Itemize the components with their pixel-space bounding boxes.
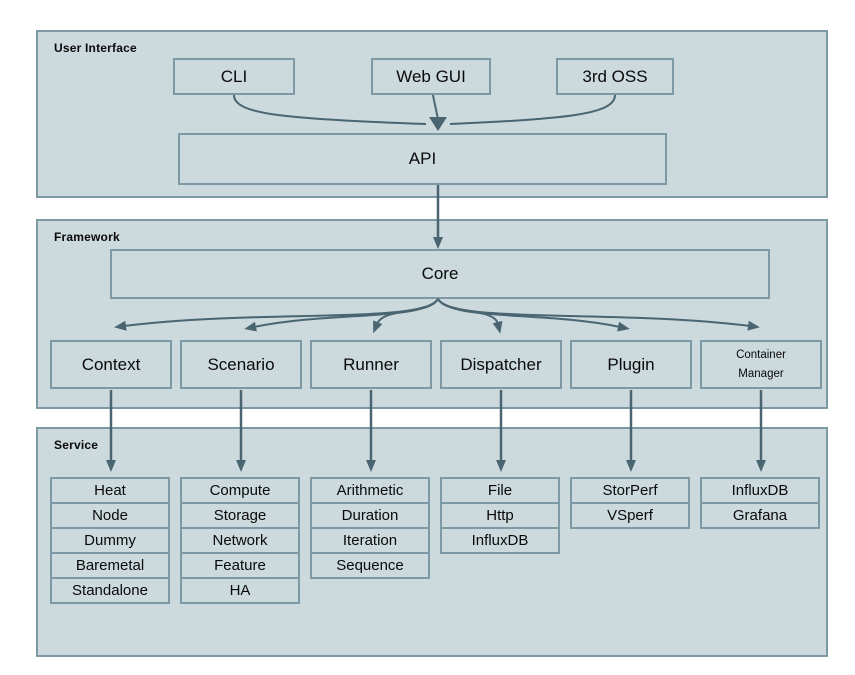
service-item: Http bbox=[440, 502, 560, 529]
service-item: Baremetal bbox=[50, 552, 170, 579]
box-context: Context bbox=[50, 340, 172, 389]
box-container-manager-line2: Manager bbox=[738, 367, 784, 380]
box-dispatcher: Dispatcher bbox=[440, 340, 562, 389]
service-item-label: Sequence bbox=[336, 557, 404, 574]
service-item-label: Compute bbox=[209, 482, 271, 499]
box-3rd-oss-label: 3rd OSS bbox=[582, 66, 648, 86]
box-3rd-oss: 3rd OSS bbox=[556, 58, 674, 95]
service-item-label: Network bbox=[212, 532, 268, 549]
service-item-label: Iteration bbox=[342, 532, 398, 549]
service-item-label: Http bbox=[486, 507, 514, 524]
service-item: InfluxDB bbox=[440, 527, 560, 554]
service-item-label: Feature bbox=[214, 557, 266, 574]
box-scenario-label: Scenario bbox=[207, 354, 275, 374]
section-framework-label: Framework bbox=[54, 230, 120, 244]
box-api: API bbox=[178, 133, 667, 185]
service-column-dispatcher: File Http InfluxDB bbox=[440, 477, 560, 554]
section-user-interface-label: User Interface bbox=[54, 41, 137, 55]
box-runner: Runner bbox=[310, 340, 432, 389]
box-plugin: Plugin bbox=[570, 340, 692, 389]
service-item: Standalone bbox=[50, 577, 170, 604]
service-item-label: Grafana bbox=[732, 507, 788, 524]
box-plugin-label: Plugin bbox=[607, 354, 655, 374]
service-column-scenario: Compute Storage Network Feature HA bbox=[180, 477, 300, 604]
service-item: Feature bbox=[180, 552, 300, 579]
box-container-manager: Container Manager bbox=[700, 340, 822, 389]
service-item-label: VSperf bbox=[607, 507, 653, 524]
service-item-label: Node bbox=[92, 507, 128, 524]
service-item: Duration bbox=[310, 502, 430, 529]
box-web-gui-label: Web GUI bbox=[396, 66, 466, 86]
service-item: Grafana bbox=[700, 502, 820, 529]
service-column-context: Heat Node Dummy Baremetal Standalone bbox=[50, 477, 170, 604]
box-core: Core bbox=[110, 249, 770, 299]
service-item-label: Standalone bbox=[72, 582, 148, 599]
box-dispatcher-label: Dispatcher bbox=[460, 354, 542, 374]
service-item: Heat bbox=[50, 477, 170, 504]
service-item-label: InfluxDB bbox=[731, 482, 789, 499]
service-item: InfluxDB bbox=[700, 477, 820, 504]
service-item-label: Baremetal bbox=[75, 557, 145, 574]
service-column-container-manager: InfluxDB Grafana bbox=[700, 477, 820, 529]
service-item-label: Duration bbox=[341, 507, 399, 524]
service-item: Arithmetic bbox=[310, 477, 430, 504]
service-item: Iteration bbox=[310, 527, 430, 554]
service-item: Dummy bbox=[50, 527, 170, 554]
service-item-label: Arithmetic bbox=[336, 482, 404, 499]
service-item: VSperf bbox=[570, 502, 690, 529]
service-column-plugin: StorPerf VSperf bbox=[570, 477, 690, 529]
service-item-label: StorPerf bbox=[602, 482, 658, 499]
box-cli-label: CLI bbox=[220, 66, 248, 86]
service-item-label: Dummy bbox=[84, 532, 136, 549]
service-item: Sequence bbox=[310, 552, 430, 579]
service-item: Network bbox=[180, 527, 300, 554]
box-context-label: Context bbox=[81, 354, 141, 374]
service-item: StorPerf bbox=[570, 477, 690, 504]
box-core-label: Core bbox=[421, 264, 459, 283]
box-api-label: API bbox=[408, 149, 437, 168]
service-item: File bbox=[440, 477, 560, 504]
service-column-runner: Arithmetic Duration Iteration Sequence bbox=[310, 477, 430, 579]
service-item-label: File bbox=[487, 482, 513, 499]
service-item: HA bbox=[180, 577, 300, 604]
service-item: Storage bbox=[180, 502, 300, 529]
service-item-label: InfluxDB bbox=[471, 532, 529, 549]
box-cli: CLI bbox=[173, 58, 295, 95]
service-item-label: Storage bbox=[213, 507, 267, 524]
service-item-label: HA bbox=[229, 582, 251, 599]
section-service-label: Service bbox=[54, 438, 99, 452]
box-runner-label: Runner bbox=[343, 354, 399, 374]
service-item-label: Heat bbox=[94, 482, 126, 499]
box-web-gui: Web GUI bbox=[371, 58, 491, 95]
box-container-manager-line1: Container bbox=[736, 348, 786, 361]
service-item: Compute bbox=[180, 477, 300, 504]
box-scenario: Scenario bbox=[180, 340, 302, 389]
service-item: Node bbox=[50, 502, 170, 529]
